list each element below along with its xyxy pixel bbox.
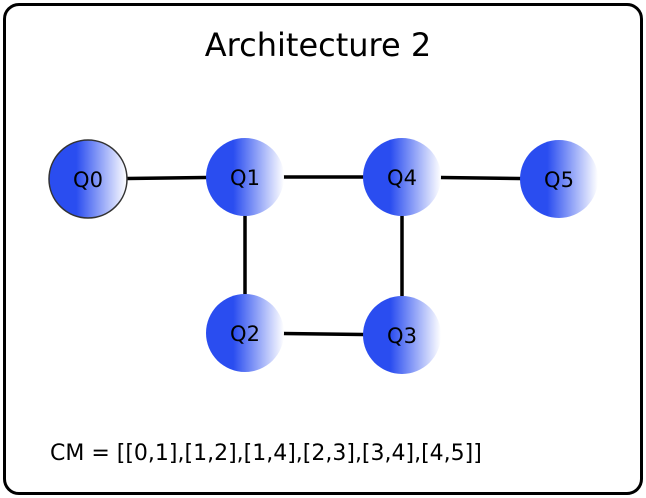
node-q3: Q3: [363, 296, 441, 374]
coupling-map-text: CM = [[0,1],[1,2],[1,4],[2,3],[3,4],[4,5…: [50, 441, 482, 466]
node-label-q3: Q3: [387, 324, 417, 348]
node-q2: Q2: [206, 294, 284, 372]
node-q1: Q1: [206, 138, 284, 216]
node-circle-q4: [363, 138, 441, 216]
node-circle-q1: [206, 138, 284, 216]
node-label-q5: Q5: [544, 168, 574, 192]
node-label-q1: Q1: [230, 166, 260, 190]
node-q4: Q4: [363, 138, 441, 216]
node-q0: Q0: [48, 139, 128, 219]
node-q5: Q5: [520, 140, 598, 218]
node-circle-q3: [363, 296, 441, 374]
edge-group: [87, 175, 560, 337]
node-circle-q0: [48, 139, 128, 219]
node-circle-q2: [206, 294, 284, 372]
diagram-frame: [3, 3, 643, 495]
node-label-q0: Q0: [73, 168, 103, 192]
node-label-q4: Q4: [387, 166, 417, 190]
node-label-q2: Q2: [230, 322, 260, 346]
diagram-title: Architecture 2: [205, 26, 431, 64]
node-circle-q5: [520, 140, 598, 218]
